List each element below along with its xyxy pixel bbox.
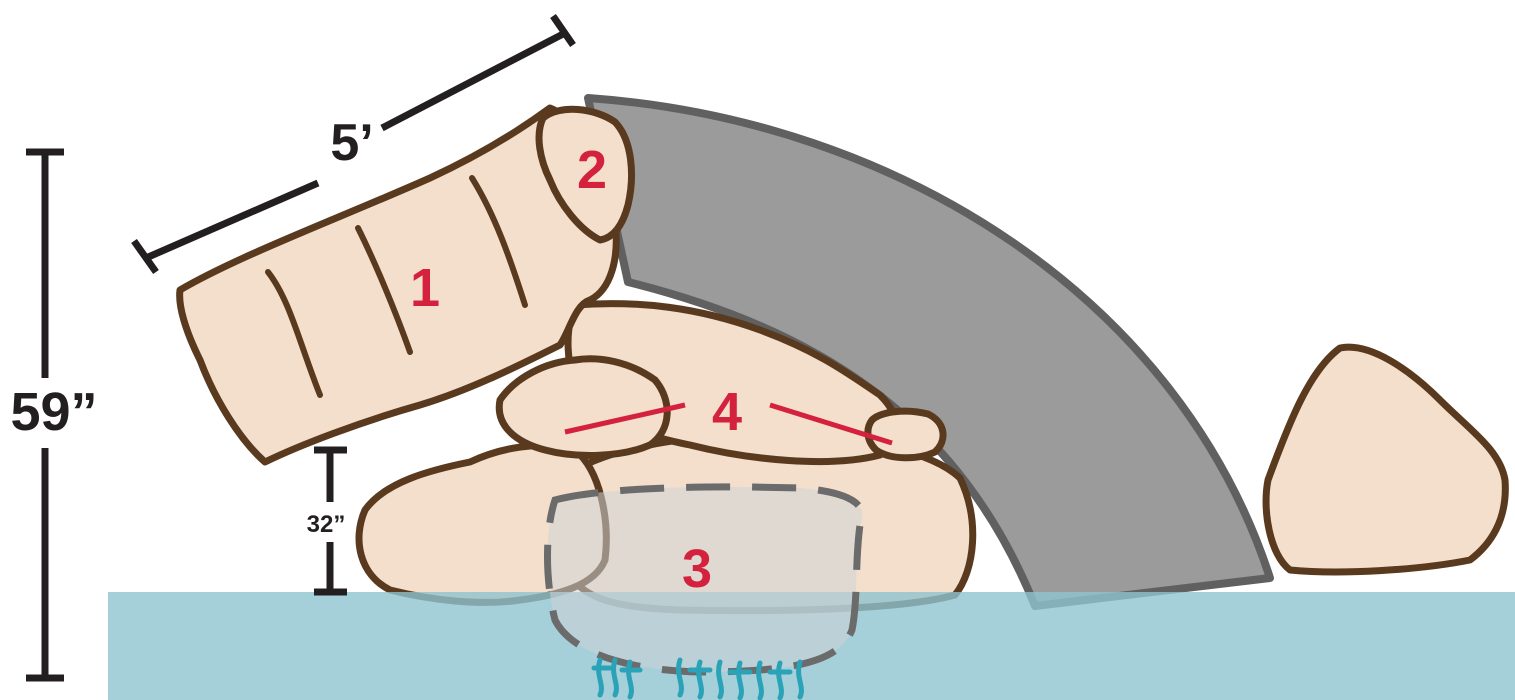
dimension-height-label: 59” [10, 382, 97, 442]
right-boulder [1266, 347, 1505, 572]
label-rock-4: 4 [712, 382, 742, 442]
dimension-length-label: 5’ [330, 114, 373, 172]
rock-4-left-lobe [499, 359, 667, 456]
label-rock-3: 3 [682, 539, 712, 599]
rock-4-right-nub [868, 411, 943, 458]
dimension-gap-label: 32” [307, 511, 346, 538]
label-rock-2: 2 [577, 140, 607, 200]
label-rock-1: 1 [410, 258, 440, 318]
